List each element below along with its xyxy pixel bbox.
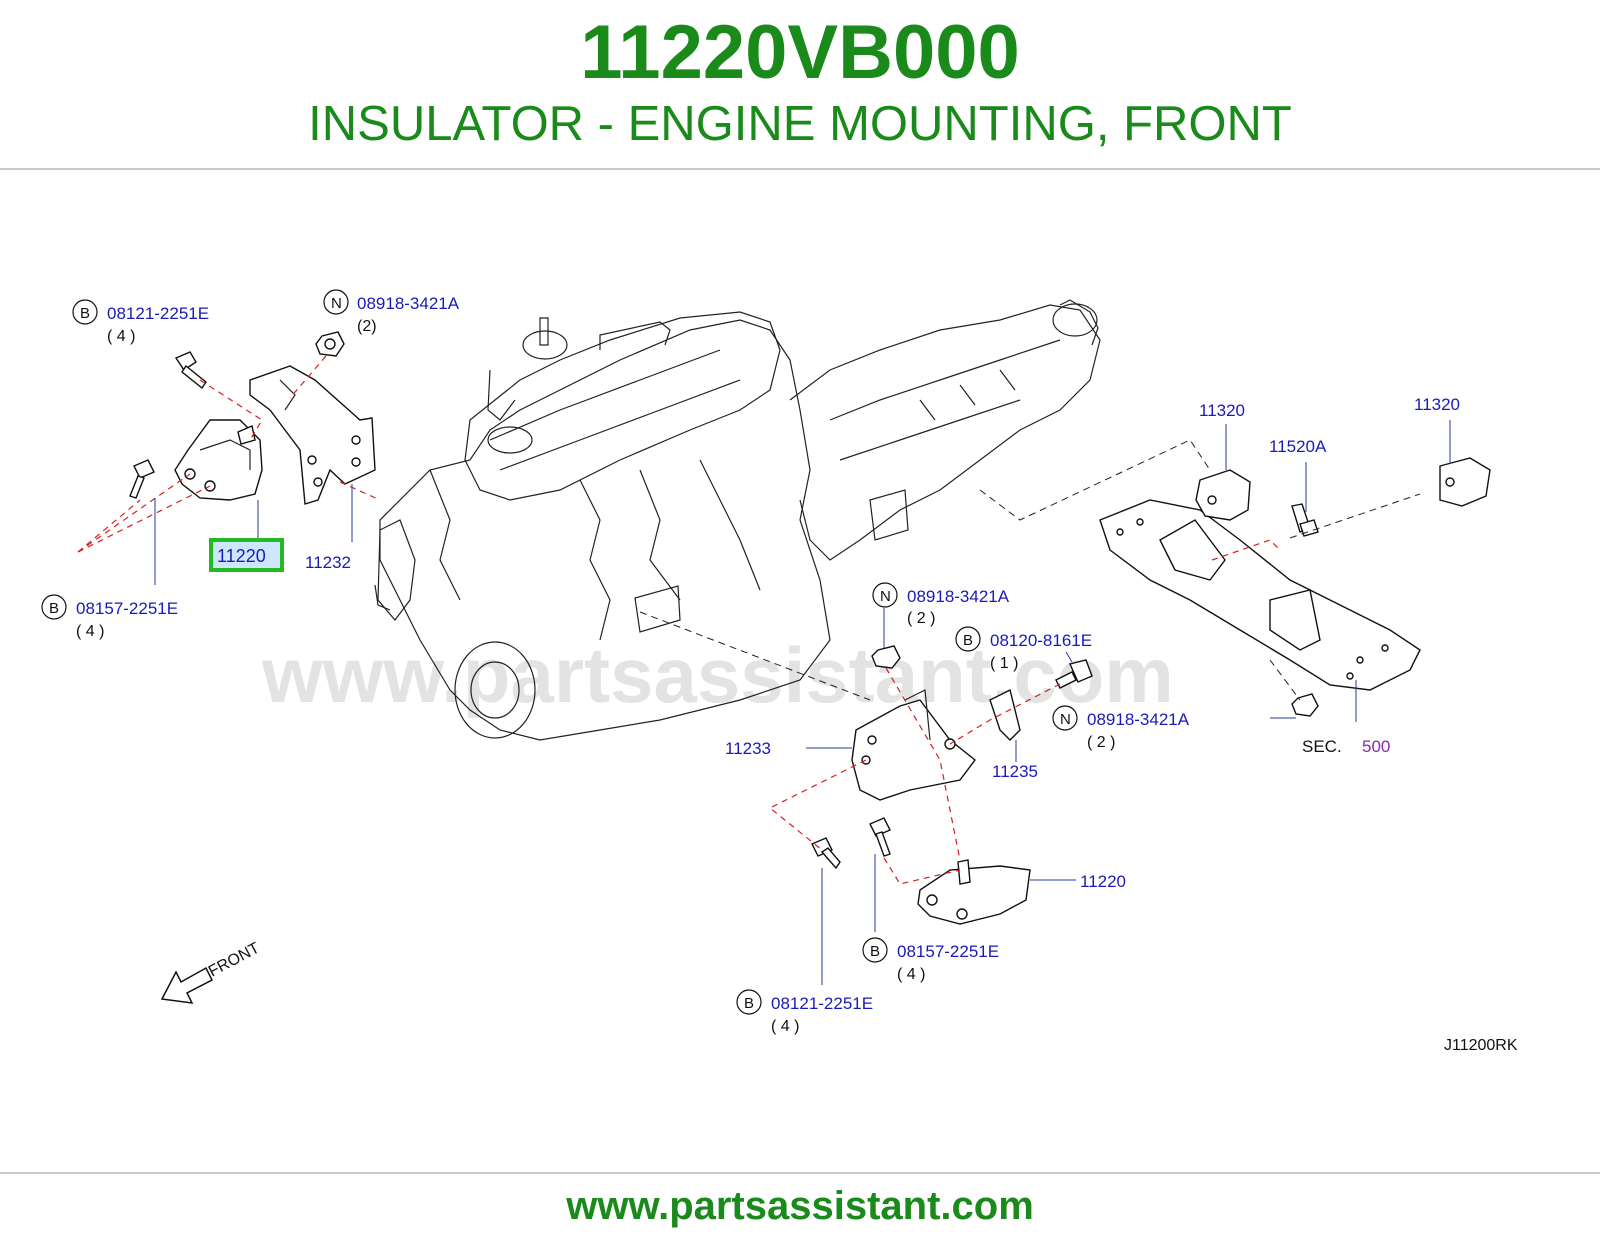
callout-section-500[interactable]: SEC. 500 bbox=[1302, 737, 1390, 756]
bolt-b-badge bbox=[72, 299, 98, 325]
callout-08918-right[interactable]: N 08918-3421A ( 2 ) bbox=[1052, 705, 1190, 751]
qty-08918-top: (2) bbox=[357, 318, 377, 335]
badge-letter-b: B bbox=[963, 632, 973, 649]
callout-08918-top[interactable]: N 08918-3421A (2) bbox=[323, 289, 460, 335]
front-label: FRONT bbox=[206, 940, 263, 981]
label-11320-left[interactable]: 11320 bbox=[1199, 401, 1245, 420]
diagram-code: J11200RK bbox=[1444, 1037, 1518, 1054]
badge-letter-b: B bbox=[49, 600, 59, 617]
callout-08918-mid[interactable]: N 08918-3421A ( 2 ) bbox=[872, 582, 1010, 627]
page-header: 11220VB000 INSULATOR - ENGINE MOUNTING, … bbox=[0, 0, 1600, 168]
label-11232[interactable]: 11232 bbox=[305, 553, 351, 572]
badge-letter-b: B bbox=[870, 943, 880, 960]
header-divider bbox=[0, 168, 1600, 170]
bracket-11233-shape bbox=[851, 699, 976, 801]
engine-illustration bbox=[374, 299, 1101, 741]
callout-11220-highlighted[interactable]: 11220 bbox=[209, 538, 284, 572]
label-08121-lower[interactable]: 08121-2251E bbox=[771, 994, 873, 1013]
nut-n-badge bbox=[872, 582, 898, 608]
label-08918-right[interactable]: 08918-3421A bbox=[1087, 710, 1190, 729]
nut-n-badge bbox=[323, 289, 349, 315]
label-08918-top[interactable]: 08918-3421A bbox=[357, 294, 460, 313]
qty-08121-lower: ( 4 ) bbox=[771, 1018, 799, 1035]
callout-08120[interactable]: B 08120-8161E ( 1 ) bbox=[955, 626, 1092, 672]
bolt-icon bbox=[174, 351, 207, 390]
qty-08157-left: ( 4 ) bbox=[76, 623, 104, 640]
left-mount-group bbox=[77, 331, 381, 553]
badge-letter-n: N bbox=[331, 295, 342, 312]
label-11520a[interactable]: 11520A bbox=[1269, 437, 1327, 456]
badge-letter-n: N bbox=[1060, 711, 1071, 728]
nut-icon bbox=[315, 331, 345, 357]
bolt-b-badge bbox=[736, 989, 762, 1015]
bracket-11232-shape bbox=[249, 365, 376, 505]
highlight-box bbox=[209, 538, 284, 572]
label-08157-left[interactable]: 08157-2251E bbox=[76, 599, 178, 618]
part-number-title: 11220VB000 bbox=[580, 10, 1020, 95]
bolt-b-badge bbox=[955, 626, 981, 652]
lower-mount-group bbox=[768, 645, 1093, 925]
callout-08157-lower[interactable]: B 08157-2251E ( 4 ) bbox=[862, 937, 999, 983]
label-11220-lower[interactable]: 11220 bbox=[1080, 872, 1126, 891]
footer-divider bbox=[0, 1172, 1600, 1174]
bolt-icon bbox=[1291, 503, 1319, 537]
part-name-subtitle: INSULATOR - ENGINE MOUNTING, FRONT bbox=[308, 97, 1292, 151]
bolt-icon bbox=[811, 837, 841, 870]
nut-icon bbox=[871, 645, 901, 669]
label-08121-top[interactable]: 08121-2251E bbox=[107, 304, 209, 323]
label-11320-right[interactable]: 11320 bbox=[1414, 395, 1460, 414]
leader-lines bbox=[154, 420, 1451, 985]
qty-08120: ( 1 ) bbox=[990, 655, 1018, 672]
section-prefix: SEC. bbox=[1302, 737, 1342, 756]
callout-08121-top[interactable]: B 08121-2251E ( 4 ) bbox=[72, 299, 209, 345]
badge-letter-b: B bbox=[744, 995, 754, 1012]
label-08120[interactable]: 08120-8161E bbox=[990, 631, 1092, 650]
qty-08157-lower: ( 4 ) bbox=[897, 966, 925, 983]
qty-08121-top: ( 4 ) bbox=[107, 328, 135, 345]
callout-08157-left[interactable]: B 08157-2251E ( 4 ) bbox=[41, 594, 178, 640]
label-08918-mid[interactable]: 08918-3421A bbox=[907, 587, 1010, 606]
label-11220-highlighted[interactable]: 11220 bbox=[217, 546, 266, 566]
bolt-icon bbox=[129, 459, 155, 499]
crossmember-group bbox=[639, 439, 1491, 717]
bolt-b-badge bbox=[862, 937, 888, 963]
footer-site-link[interactable]: www.partsassistant.com bbox=[566, 1184, 1034, 1228]
qty-08918-right: ( 2 ) bbox=[1087, 734, 1115, 751]
qty-08918-mid: ( 2 ) bbox=[907, 610, 935, 627]
watermark-text: www.partsassistant.com bbox=[261, 631, 1174, 719]
badge-letter-n: N bbox=[880, 588, 891, 605]
bolt-icon bbox=[869, 817, 891, 857]
label-11235[interactable]: 11235 bbox=[992, 762, 1038, 781]
nut-icon bbox=[1291, 693, 1319, 717]
section-number-link[interactable]: 500 bbox=[1362, 737, 1390, 756]
callout-08121-lower[interactable]: B 08121-2251E ( 4 ) bbox=[736, 989, 873, 1035]
badge-letter-b: B bbox=[80, 305, 90, 322]
bolt-icon bbox=[1055, 659, 1093, 689]
nut-n-badge bbox=[1052, 705, 1078, 731]
bolt-b-badge bbox=[41, 594, 67, 620]
label-11233[interactable]: 11233 bbox=[725, 739, 771, 758]
label-08157-lower[interactable]: 08157-2251E bbox=[897, 942, 999, 961]
front-direction-arrow bbox=[160, 966, 214, 1004]
